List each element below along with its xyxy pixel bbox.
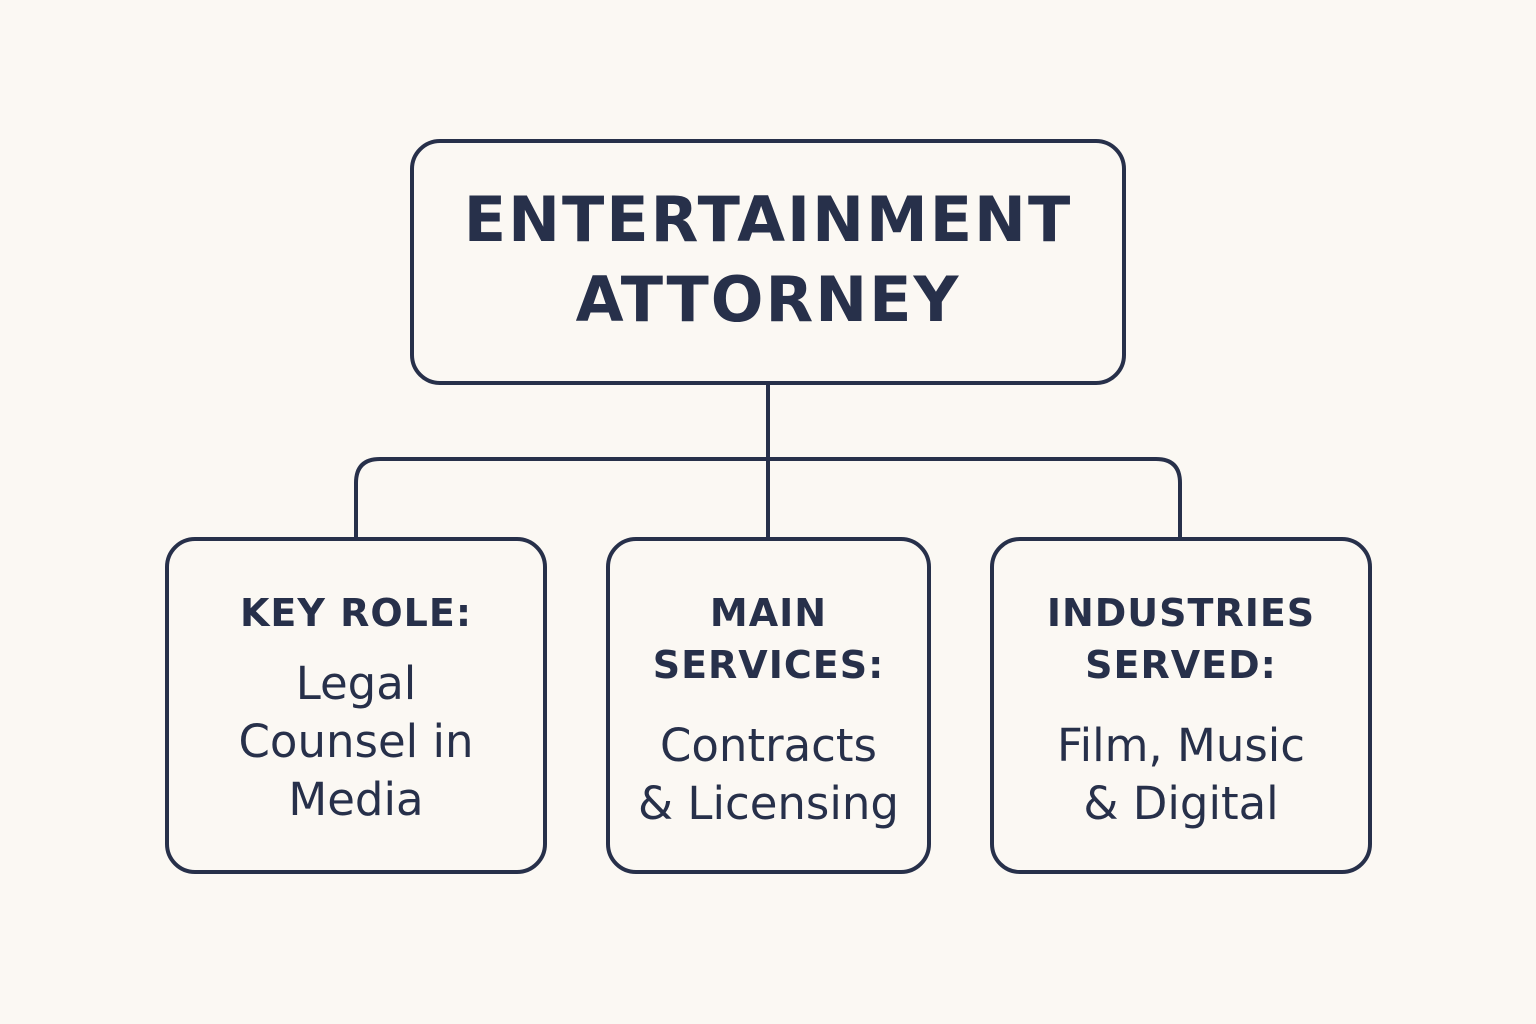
right-branch-line (766, 457, 1182, 539)
node-body: Film, Music & Digital (1056, 719, 1306, 830)
node-main-services: MAIN SERVICES: Contracts & Licensing (606, 537, 931, 874)
node-industries-served: INDUSTRIES SERVED: Film, Music & Digital (990, 537, 1372, 874)
node-heading: MAIN SERVICES: (652, 591, 885, 687)
node-key-role: KEY ROLE: Legal Counsel in Media (165, 537, 547, 874)
node-body: Legal Counsel in Media (238, 657, 474, 826)
node-heading: KEY ROLE: (239, 591, 473, 635)
root-node-entertainment-attorney: ENTERTAINMENT ATTORNEY (410, 139, 1126, 385)
root-title: ENTERTAINMENT ATTORNEY (463, 183, 1073, 336)
node-heading: INDUSTRIES SERVED: (1046, 591, 1316, 687)
left-branch-line (354, 457, 770, 539)
node-body: Contracts & Licensing (638, 719, 899, 830)
